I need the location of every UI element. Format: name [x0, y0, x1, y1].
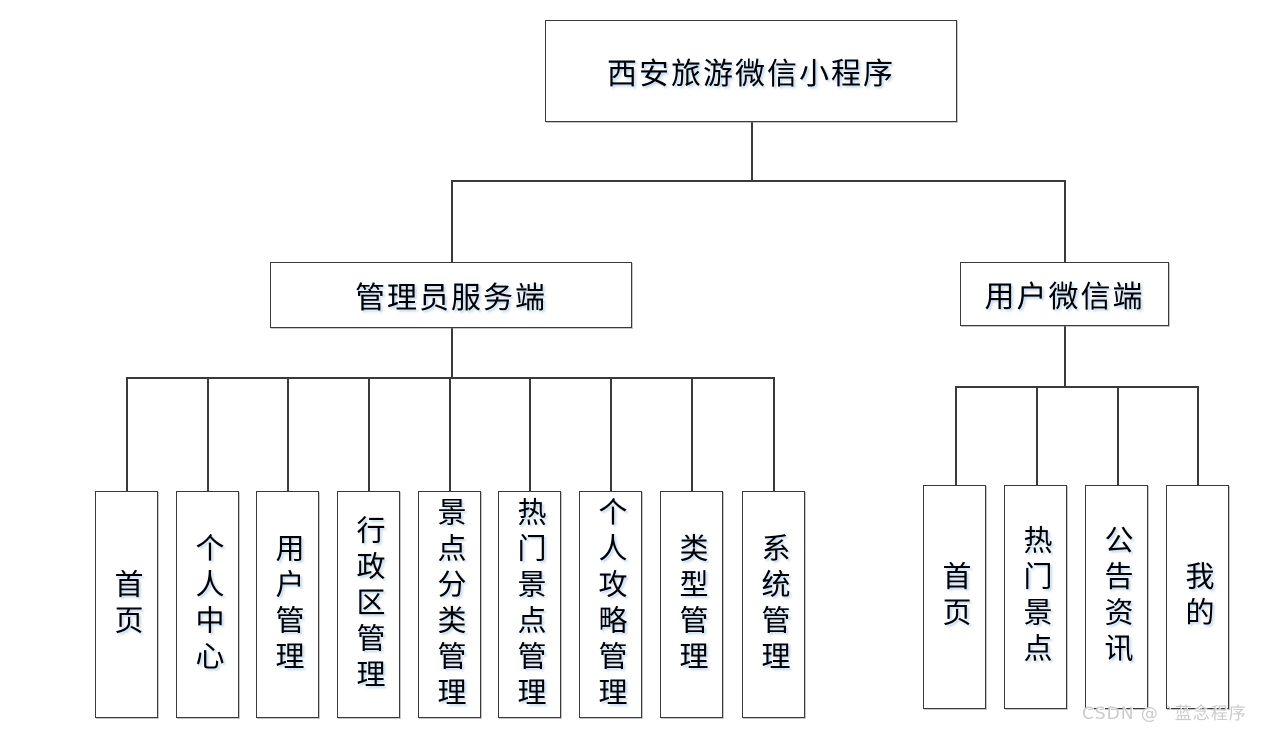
- connector-user-leaf-4: [1197, 386, 1199, 485]
- connector-user-up: [1064, 180, 1066, 262]
- node-admin-leaf-hot-scenic-mgmt-label: 热门景点管理: [513, 496, 547, 713]
- connector-user-down: [1064, 326, 1066, 386]
- node-admin-leaf-home: 首页: [95, 491, 158, 718]
- connector-admin-leaf-1: [126, 377, 128, 491]
- connector-admin-leaf-9: [773, 377, 775, 491]
- node-user-branch-label: 用户微信端: [984, 280, 1145, 315]
- connector-user-leaf-3: [1117, 386, 1119, 485]
- connector-admin-leaf-7: [610, 377, 612, 491]
- node-admin-leaf-personal-center-label: 个人中心: [191, 532, 225, 677]
- connector-root-down: [751, 122, 753, 180]
- connector-user-leaf-1: [955, 386, 957, 485]
- node-user-leaf-mine: 我的: [1166, 485, 1229, 709]
- node-admin-leaf-type-mgmt: 类型管理: [660, 491, 723, 718]
- node-admin-leaf-user-mgmt-label: 用户管理: [271, 532, 305, 677]
- node-admin-leaf-home-label: 首页: [110, 568, 144, 641]
- node-user-branch: 用户微信端: [960, 262, 1169, 326]
- node-user-leaf-hot-scenic-label: 热门景点: [1019, 525, 1053, 669]
- node-admin-leaf-scenic-category-mgmt: 景点分类管理: [418, 491, 481, 718]
- node-admin-leaf-system-mgmt: 系统管理: [742, 491, 805, 718]
- connector-admin-leaf-3: [287, 377, 289, 491]
- connector-admin-leaf-2: [207, 377, 209, 491]
- node-user-leaf-announcement-label: 公告资讯: [1100, 525, 1134, 669]
- connector-admin-down: [451, 328, 453, 377]
- node-admin-leaf-district-mgmt: 行政区管理: [337, 491, 400, 718]
- node-user-leaf-mine-label: 我的: [1181, 561, 1215, 633]
- node-admin-leaf-scenic-category-mgmt-label: 景点分类管理: [433, 496, 467, 713]
- node-admin-leaf-hot-scenic-mgmt: 热门景点管理: [498, 491, 561, 718]
- node-admin-leaf-personal-guide-mgmt-label: 个人攻略管理: [594, 496, 628, 713]
- node-user-leaf-announcement: 公告资讯: [1085, 485, 1148, 709]
- connector-admin-up: [451, 180, 453, 262]
- node-user-leaf-home-label: 首页: [938, 561, 972, 633]
- connector-admin-leaf-4: [368, 377, 370, 491]
- node-user-leaf-hot-scenic: 热门景点: [1004, 485, 1067, 709]
- node-admin-leaf-personal-guide-mgmt: 个人攻略管理: [579, 491, 642, 718]
- node-admin-leaf-personal-center: 个人中心: [176, 491, 239, 718]
- node-root-label: 西安旅游微信小程序: [607, 57, 895, 92]
- node-admin-leaf-system-mgmt-label: 系统管理: [757, 532, 791, 677]
- connector-admin-leaf-8: [691, 377, 693, 491]
- connector-user-leaf-2: [1036, 386, 1038, 485]
- node-admin-branch-label: 管理员服务端: [355, 281, 547, 316]
- node-admin-leaf-type-mgmt-label: 类型管理: [675, 532, 709, 677]
- node-root: 西安旅游微信小程序: [545, 20, 957, 122]
- connector-admin-leaf-5: [449, 377, 451, 491]
- connector-user-bus: [955, 386, 1198, 388]
- node-admin-leaf-user-mgmt: 用户管理: [256, 491, 319, 718]
- node-user-leaf-home: 首页: [923, 485, 986, 709]
- connector-admin-leaf-6: [529, 377, 531, 491]
- csdn-watermark: CSDN @ ˋ蓝念程序: [1082, 704, 1247, 724]
- connector-level1-bus: [451, 180, 1065, 182]
- node-admin-branch: 管理员服务端: [270, 262, 632, 328]
- node-admin-leaf-district-mgmt-label: 行政区管理: [352, 514, 386, 695]
